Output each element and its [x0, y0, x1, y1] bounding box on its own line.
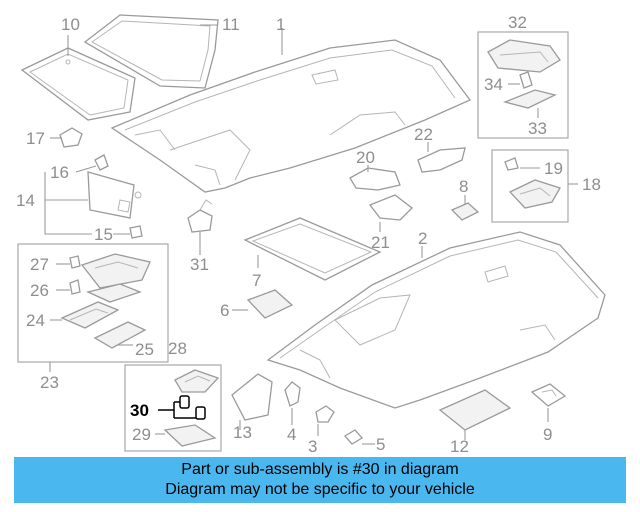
part-22-bracket: 22 [414, 125, 466, 173]
label-4: 4 [287, 425, 296, 444]
part-28-lamp-housing [174, 369, 220, 393]
part-26-bulb: 26 [30, 279, 81, 300]
part-27-console [80, 253, 151, 289]
info-banner: Part or sub-assembly is #30 in diagram D… [14, 457, 626, 503]
label-7: 7 [252, 271, 261, 290]
label-27: 27 [30, 255, 49, 274]
part-30-bulb-highlighted: 30 [130, 395, 206, 420]
banner-line-1: Part or sub-assembly is #30 in diagram [181, 461, 459, 478]
part-6-pad: 6 [220, 289, 294, 320]
part-14-sun-visor: 14 [16, 171, 142, 235]
label-21: 21 [371, 233, 390, 252]
banner-line-2: Diagram may not be specific to your vehi… [165, 481, 475, 498]
part-20-handle-clip: 20 [349, 148, 401, 191]
group-28-box: 28 [124, 339, 222, 452]
label-13: 13 [233, 423, 252, 442]
label-12: 12 [450, 437, 469, 456]
part-25-lens: 25 [93, 321, 154, 359]
part-9-cap: 9 [530, 383, 567, 444]
label-23: 23 [40, 373, 59, 392]
label-15: 15 [94, 225, 113, 244]
label-11: 11 [222, 15, 240, 34]
group-23-box: 23 [17, 243, 169, 392]
part-10-panel: 10 [20, 15, 136, 121]
label-34: 34 [484, 75, 503, 94]
part-12-panel: 12 [438, 389, 512, 456]
label-18: 18 [582, 175, 601, 194]
label-17: 17 [26, 129, 45, 148]
label-30: 30 [130, 401, 149, 420]
part-5-clip: 5 [343, 429, 385, 454]
part-24-lamp: 24 [26, 301, 120, 330]
label-22: 22 [414, 125, 433, 144]
label-29: 29 [132, 425, 151, 444]
label-19: 19 [544, 159, 563, 178]
label-25: 25 [135, 340, 154, 359]
label-28: 28 [168, 339, 187, 358]
part-3-clip: 3 [308, 405, 335, 456]
label-24: 24 [26, 311, 45, 330]
label-10: 10 [61, 15, 80, 34]
part-16-hook: 16 [50, 154, 109, 182]
part-4-hook: 4 [284, 381, 301, 444]
part-13-bracket: 13 [231, 373, 273, 442]
part-18-map-lamp [508, 179, 561, 209]
part-26-lens [86, 283, 142, 303]
part-19-bulb: 19 [504, 157, 563, 178]
label-32: 32 [508, 13, 527, 32]
part-17-clip: 17 [26, 127, 83, 148]
part-2-headliner: 2 [266, 229, 606, 409]
part-15-visor-clip: 15 [94, 225, 143, 244]
part-29-lens: 29 [132, 424, 217, 447]
part-32-console [487, 39, 561, 73]
label-16: 16 [50, 163, 69, 182]
label-33: 33 [528, 119, 547, 138]
part-33-lens: 33 [502, 89, 557, 138]
label-1: 1 [276, 15, 285, 34]
part-8-cover: 8 [450, 177, 480, 221]
label-8: 8 [459, 177, 468, 196]
part-31-socket: 31 [187, 199, 213, 274]
label-2: 2 [418, 229, 427, 248]
label-20: 20 [356, 148, 375, 167]
part-7-seal: 7 [243, 217, 382, 290]
group-32-box: 32 [477, 13, 569, 139]
part-34-bulb: 34 [484, 71, 533, 94]
label-6: 6 [220, 301, 229, 320]
part-1-headliner: 1 [110, 15, 472, 193]
label-26: 26 [30, 281, 49, 300]
label-31: 31 [190, 255, 209, 274]
label-5: 5 [376, 435, 385, 454]
part-21-grab-handle: 21 [368, 194, 413, 252]
group-18-box: 18 [491, 149, 601, 223]
part-11-cover: 11 [83, 14, 240, 89]
label-3: 3 [308, 437, 317, 456]
label-9: 9 [543, 425, 552, 444]
part-27-bulb: 27 [30, 255, 81, 274]
label-14: 14 [16, 191, 35, 210]
